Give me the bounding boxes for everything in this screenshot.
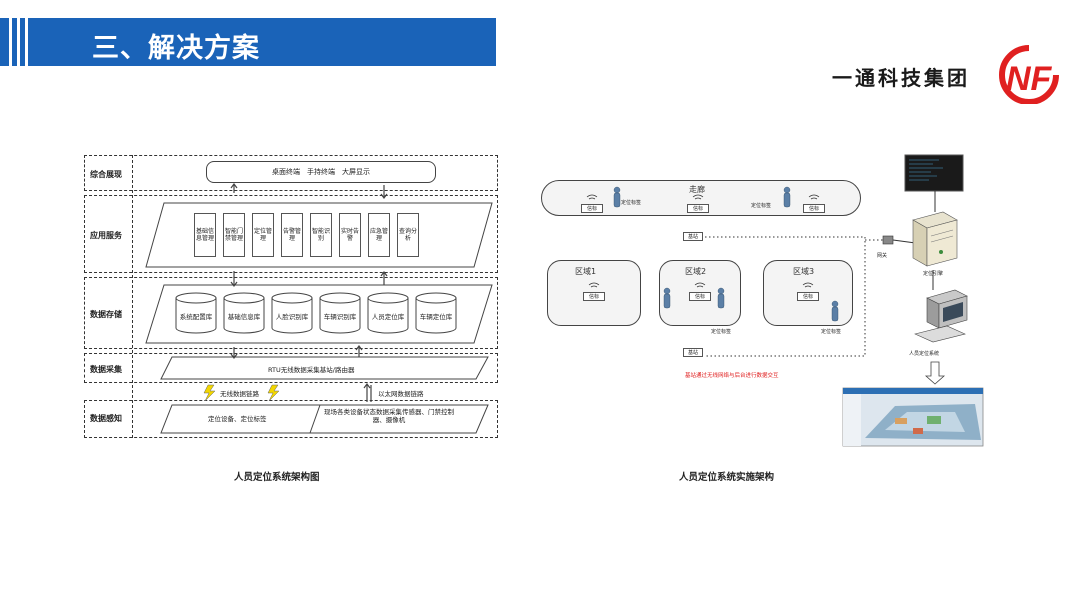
platform-screenshot-icon [842, 387, 984, 447]
pc-icon [914, 289, 968, 343]
title-stripe [25, 18, 28, 66]
layer-label: 数据采集 [90, 365, 122, 374]
app-module: 智能识别 [310, 213, 332, 257]
layer-label: 数据感知 [90, 414, 122, 423]
network-note: 基站通过无线网络与后台进行数据交互 [685, 373, 779, 379]
flow-arrows [230, 183, 388, 402]
server-label: 定位引擎 [923, 271, 944, 277]
person-tag-label: 定位标签 [751, 203, 772, 209]
person-tag-label: 定位标签 [711, 329, 732, 335]
beacon-tag: 信标 [583, 292, 605, 301]
layer-label: 数据存储 [90, 310, 122, 319]
beacon-tag: 信标 [687, 204, 709, 213]
display-terminals: 桌面终端 手持终端 大屏显示 [206, 161, 436, 183]
app-module: 应急管理 [368, 213, 390, 257]
beacon-tag: 信标 [797, 292, 819, 301]
database-label: 车辆识别库 [323, 313, 357, 321]
app-module: 基础信息管理 [194, 213, 216, 257]
implementation-graphics [586, 154, 984, 447]
app-module: 告警管理 [281, 213, 303, 257]
database-group [175, 292, 457, 334]
person-tag-label: 定位标签 [821, 329, 842, 335]
page-title: 三、解决方案 [92, 33, 260, 64]
beacon-tag: 信标 [581, 204, 603, 213]
zone-label: 区域3 [793, 267, 815, 276]
layer-collect [84, 353, 498, 383]
gateway-icon [882, 235, 894, 245]
app-module: 智能门禁管理 [223, 213, 245, 257]
person-tag-label: 定位标签 [621, 200, 642, 206]
app-module: 定位管理 [252, 213, 274, 257]
sensing-right-label: 现场各类设备状态数据采集传感器、门禁控制器、摄像机 [324, 408, 454, 425]
database-icon [271, 292, 313, 334]
database-label: 人脸识别库 [275, 313, 309, 321]
down-arrow-icon [924, 361, 946, 385]
monitor-icon [904, 154, 964, 192]
database-icon [367, 292, 409, 334]
company-logo-icon: NF [999, 45, 1059, 104]
lightning-icons [203, 384, 280, 402]
label-divider [132, 155, 133, 438]
layer-storage [84, 277, 498, 349]
zone-label: 区域1 [575, 267, 597, 276]
database-icon [175, 292, 217, 334]
base-station: 基站 [683, 232, 703, 241]
title-bar: 三、解决方案 [0, 18, 496, 66]
database-icon [319, 292, 361, 334]
database-icon [415, 292, 457, 334]
implementation-caption: 人员定位系统实施架构 [679, 472, 775, 483]
app-module: 查询分析 [397, 213, 419, 257]
server-icon [912, 211, 958, 267]
corridor-label: 走廊 [689, 185, 705, 194]
zone-label: 区域2 [685, 267, 707, 276]
implementation-diagram: 走廊 信标 信标 信标 定位标签 定位标签 区域1 区域2 区域3 信标 信标 … [535, 150, 995, 483]
sense-platform [160, 404, 489, 434]
database-icon [223, 292, 265, 334]
database-label: 系统配置库 [179, 313, 213, 321]
ethernet-link-label: 以太网数据链路 [378, 390, 424, 398]
layer-sense [84, 400, 498, 438]
database-label: 基础信息库 [227, 313, 261, 321]
architecture-diagram: 综合展现 应用服务 数据存储 数据采集 数据感知 桌面终端 手持终端 大屏显示 … [84, 155, 498, 483]
layer-app [84, 195, 498, 273]
layer-display [84, 155, 498, 191]
wireless-link-label: 无线数据链路 [220, 390, 259, 398]
base-station: 基站 [683, 348, 703, 357]
title-stripe [9, 18, 12, 66]
database-label: 车辆定位库 [419, 313, 453, 321]
company-name: 一通科技集团 [832, 66, 970, 90]
beacon-tag: 信标 [803, 204, 825, 213]
pc-label: 人员定位系统 [909, 351, 940, 357]
collect-platform [160, 356, 489, 380]
gateway-label: RTU无线数据采集基站/路由器 [268, 366, 355, 374]
sensing-left-label: 定位设备、定位标签 [208, 415, 267, 423]
beacon-tag: 信标 [689, 292, 711, 301]
database-label: 人员定位库 [371, 313, 405, 321]
gateway-label: 网关 [877, 253, 888, 259]
logo-text: NF [1006, 60, 1053, 98]
layer-label: 应用服务 [90, 231, 122, 240]
app-module: 实时告警 [339, 213, 361, 257]
architecture-caption: 人员定位系统架构图 [234, 472, 320, 483]
title-stripe [17, 18, 20, 66]
layer-label: 综合展现 [90, 170, 122, 179]
